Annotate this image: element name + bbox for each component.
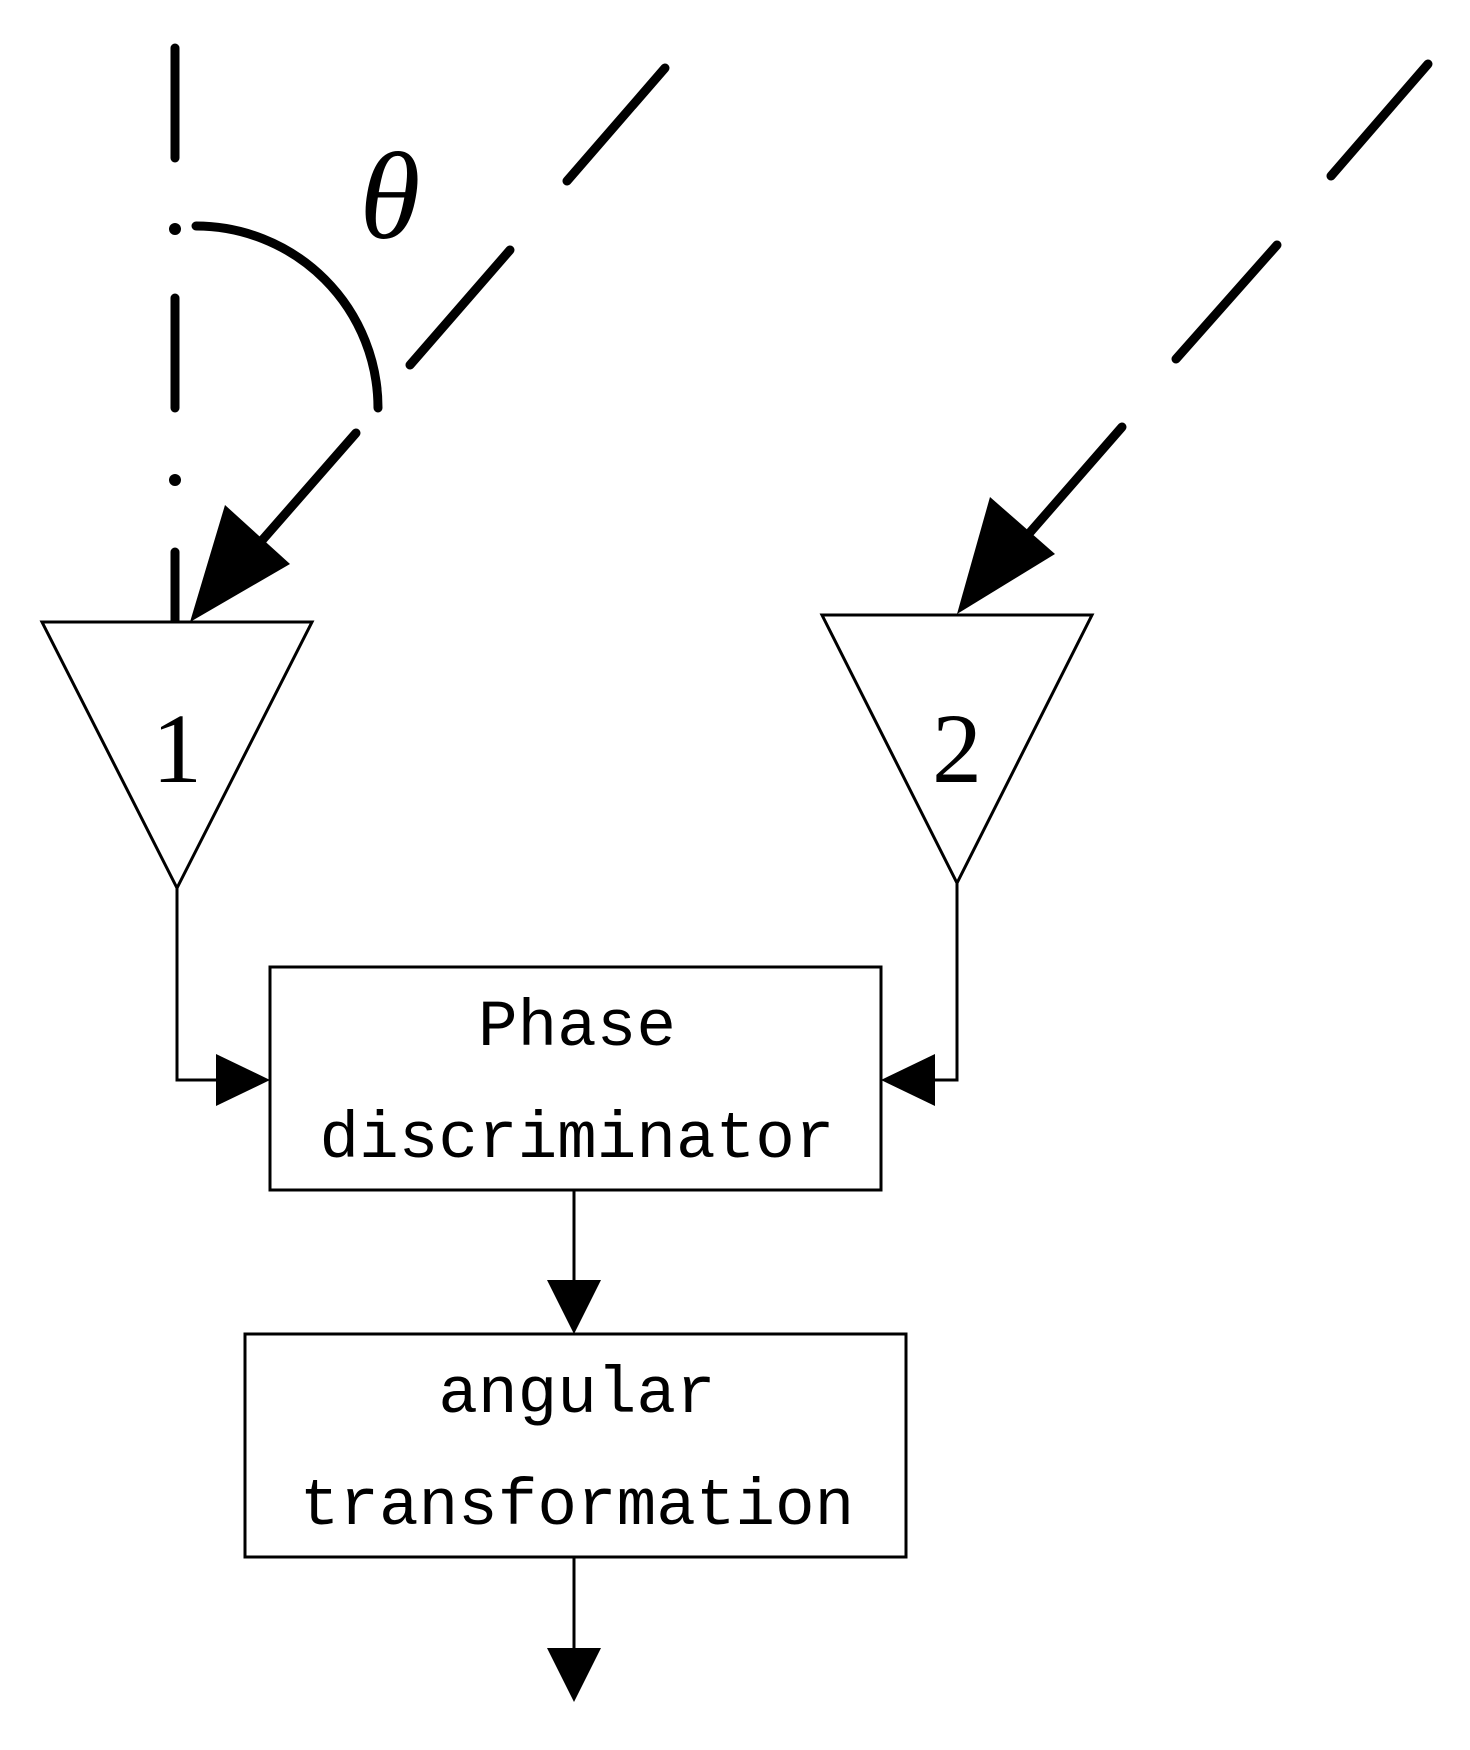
output-arrow (547, 1557, 601, 1702)
antenna-2: 2 (819, 613, 1095, 887)
connector-antenna-1-to-discriminator (175, 888, 270, 1106)
incident-ray-2 (957, 59, 1433, 614)
incident-arrowhead-1 (190, 505, 290, 622)
phase-discriminator-line-2: discriminator (320, 1102, 835, 1177)
angle-theta-label: θ (360, 128, 421, 265)
angular-transformation-block: angular transformation (243, 1332, 908, 1559)
phase-discriminator-line-1: Phase (478, 990, 676, 1065)
incident-ray-1 (190, 63, 670, 622)
boresight-reference-line (169, 43, 181, 627)
antenna-1-label: 1 (152, 693, 202, 804)
phase-discriminator-block: Phase discriminator (268, 965, 883, 1192)
angular-transformation-line-1: angular (438, 1357, 715, 1432)
antenna-2-label: 2 (932, 693, 982, 804)
incident-arrowhead-2 (957, 497, 1055, 614)
connector-discriminator-to-transformation (547, 1190, 601, 1334)
angular-transformation-line-2: transformation (300, 1469, 855, 1544)
antenna-1: 1 (39, 620, 315, 892)
angle-arc (191, 221, 383, 413)
connector-antenna-2-to-discriminator (881, 883, 959, 1106)
